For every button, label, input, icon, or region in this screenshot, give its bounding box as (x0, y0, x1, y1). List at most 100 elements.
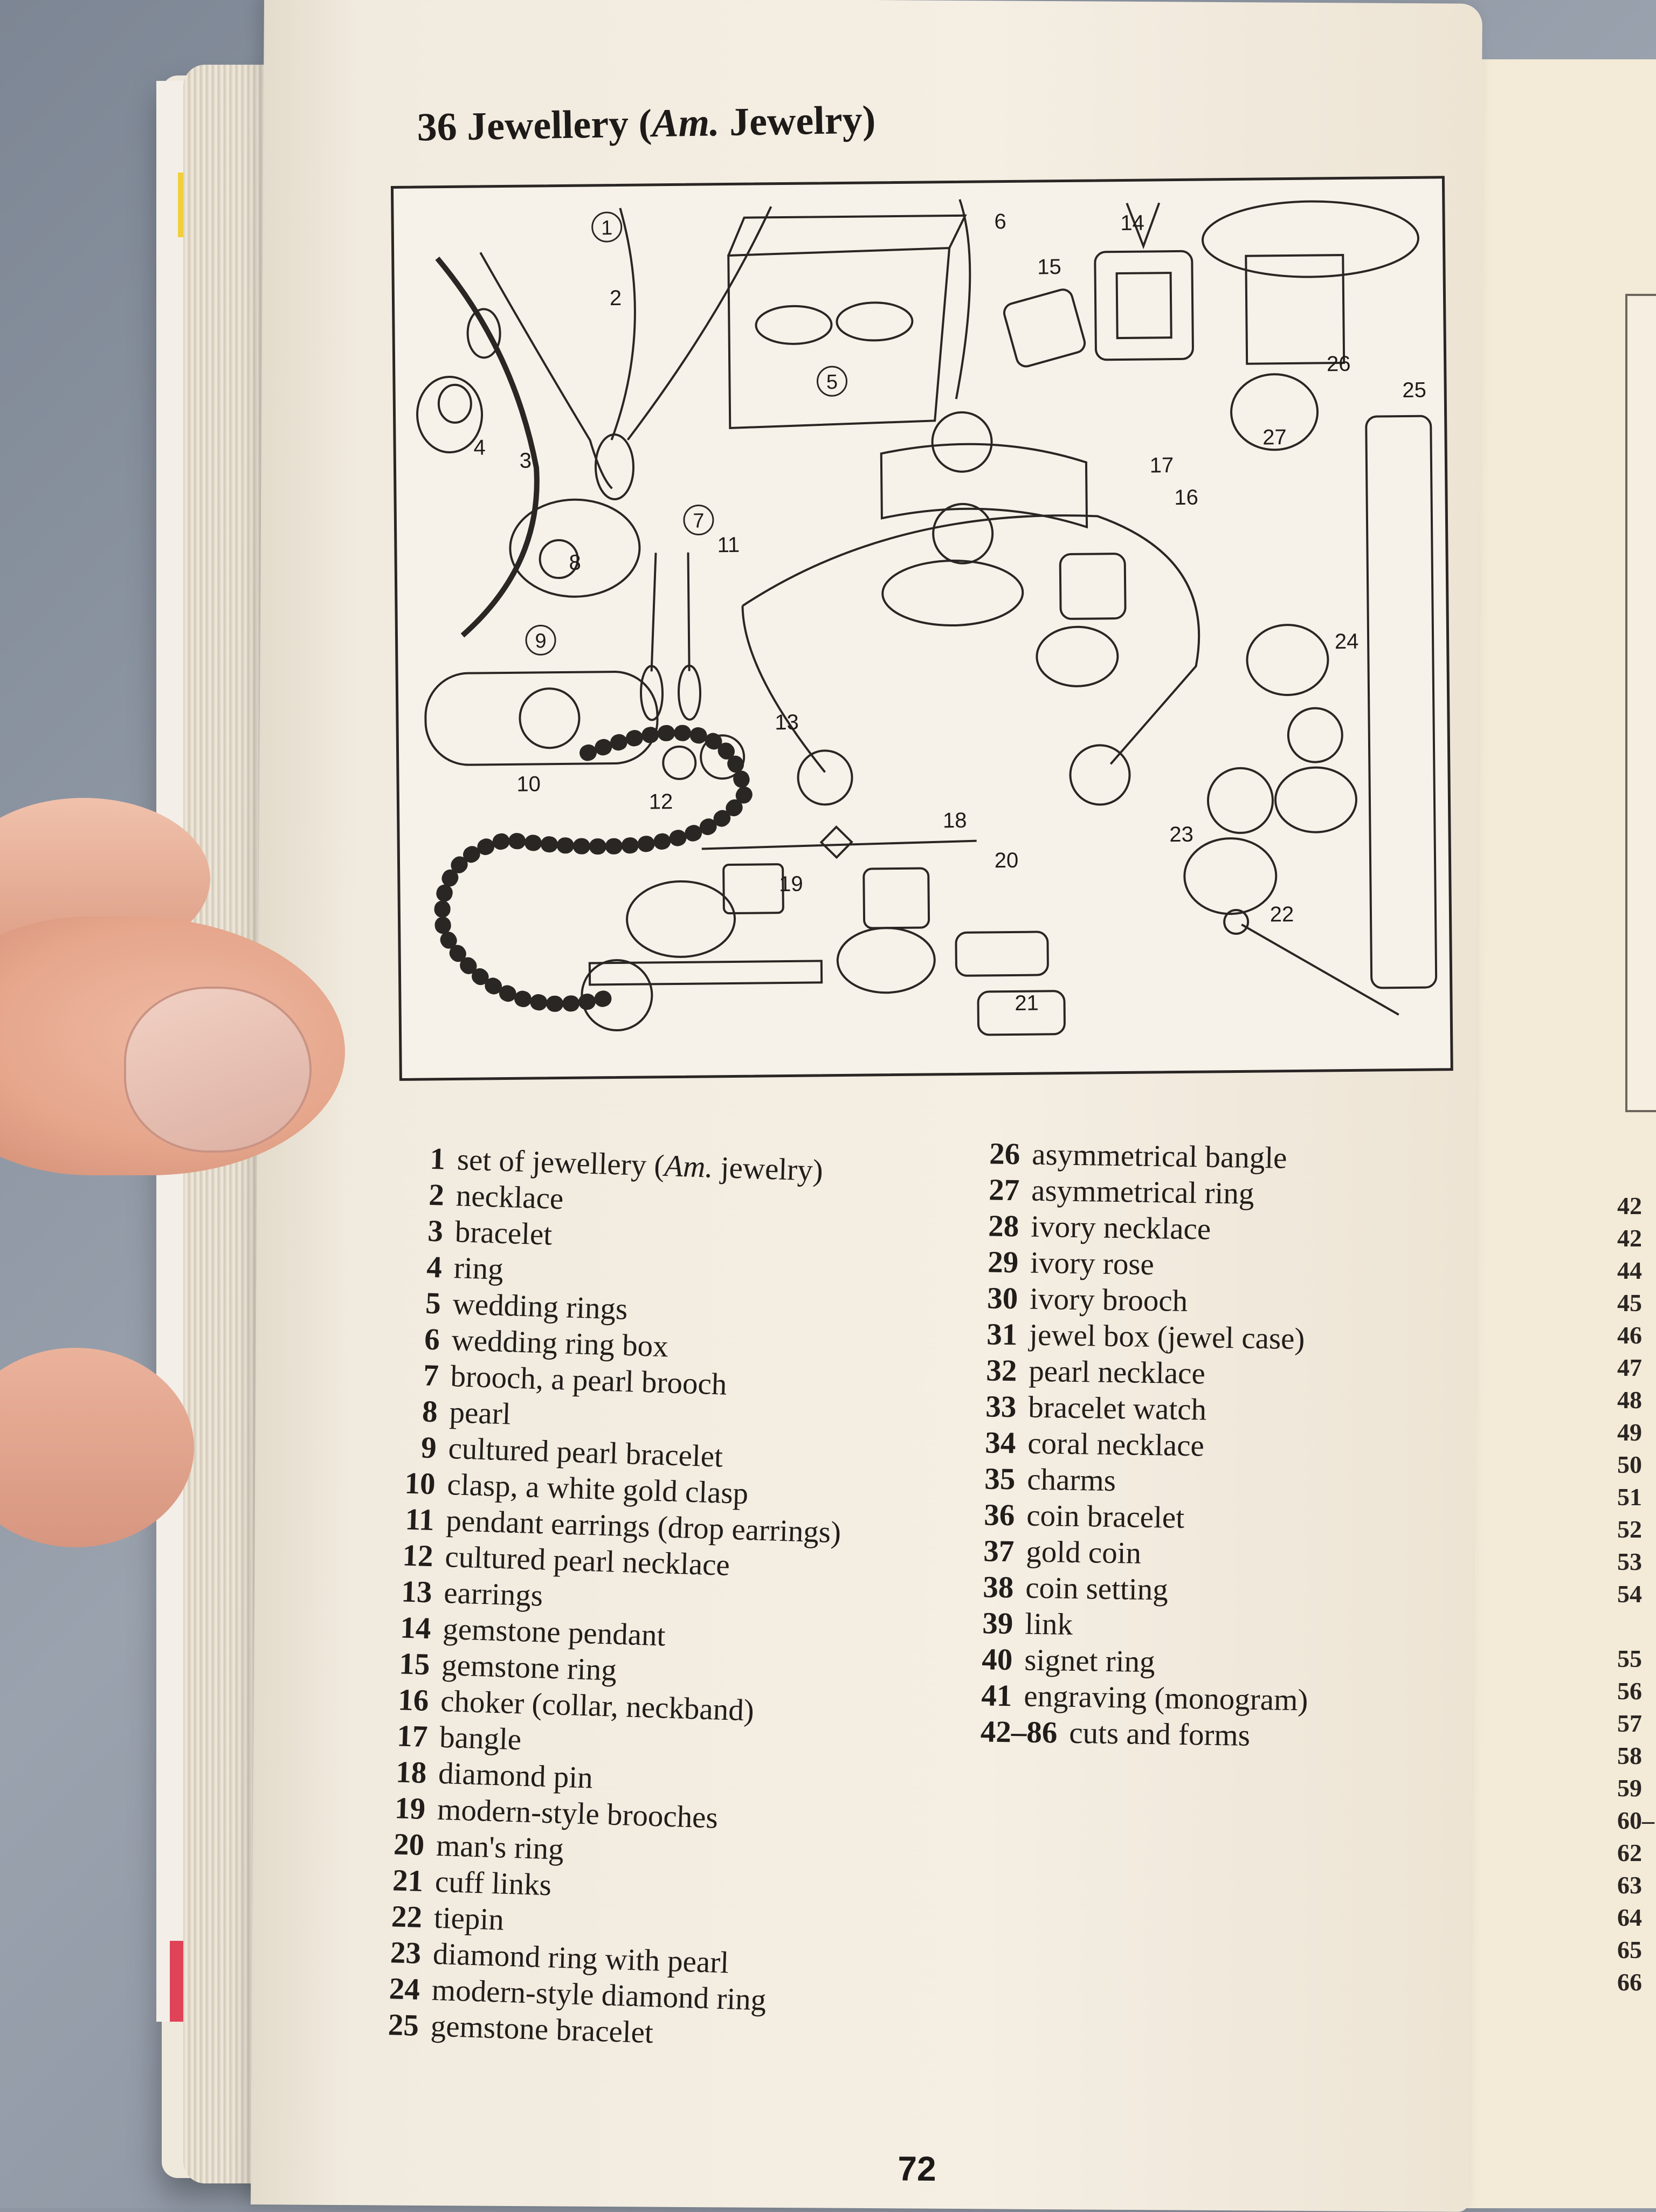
callout-6: 6 (994, 210, 1006, 233)
page-title: 36 Jewellery (Am. Jewelry) (417, 97, 876, 150)
legend-text: coral necklace (1027, 1426, 1205, 1463)
callout-14: 14 (1120, 211, 1144, 235)
ring-box-drawing (727, 246, 951, 430)
legend-number: 23 (390, 1935, 422, 1970)
legend-text: necklace (456, 1179, 564, 1216)
legend-text: wedding ring box (451, 1323, 669, 1364)
legend-text: earrings (443, 1575, 543, 1613)
callout-13: 13 (775, 711, 799, 734)
cultured-pearl-bracelet-drawing (424, 671, 659, 766)
legend-number: 42–86 (980, 1714, 1058, 1750)
gemstone-ring-drawing (1003, 288, 1086, 368)
next-page-number: 59 (1617, 1774, 1642, 1802)
earrings-drawing (662, 745, 697, 780)
legend-text-part: set of jewellery ( (457, 1142, 665, 1183)
next-page-number: 51 (1617, 1483, 1642, 1511)
callout-1: 1 (601, 217, 613, 239)
modern-brooches-drawing (588, 960, 823, 986)
next-page-number: 62 (1617, 1839, 1642, 1866)
callout-20: 20 (995, 849, 1019, 872)
legend-number: 10 (404, 1466, 436, 1501)
legend-number: 38 (982, 1570, 1014, 1605)
next-page-number: 44 (1617, 1257, 1642, 1284)
legend-number: 20 (393, 1827, 425, 1863)
legend-text: asymmetrical bangle (1031, 1137, 1287, 1175)
bracelet-drawing (435, 256, 540, 638)
callout-21: 21 (1015, 991, 1039, 1015)
callout-16: 16 (1174, 486, 1198, 509)
legend-number: 21 (392, 1863, 424, 1898)
legend-number: 35 (984, 1462, 1016, 1497)
legend-number: 9 (420, 1430, 437, 1465)
legend-entry: 30 ivory brooch (956, 1280, 1314, 1322)
callout-9: 9 (535, 630, 547, 652)
jewellery-illustration: 1 2 3 4 5 6 7 8 9 10 11 12 13 14 15 16 1… (390, 176, 1453, 1081)
gemstone-pendant-drawing (1094, 250, 1194, 361)
legend-number: 3 (427, 1214, 444, 1249)
pendant-earrings-drawing (650, 553, 657, 672)
bangle-drawing (880, 443, 1088, 529)
callout-22: 22 (1270, 902, 1294, 926)
next-page-number: 53 (1617, 1548, 1642, 1575)
tiepin-drawing (1241, 924, 1399, 1016)
page-number: 72 (898, 2149, 936, 2188)
legend-number: 6 (424, 1322, 440, 1357)
legend-number: 14 (399, 1610, 432, 1646)
diamond-pin-drawing (701, 839, 977, 850)
next-page-number: 66 (1617, 1968, 1642, 1996)
finger (0, 1348, 194, 1547)
callout-17: 17 (1150, 453, 1174, 477)
legend-number: 19 (394, 1791, 426, 1827)
legend-text: bangle (439, 1720, 522, 1757)
next-page-number: 63 (1617, 1871, 1642, 1899)
legend-number: 26 (989, 1136, 1020, 1172)
legend-text: signet ring (1024, 1643, 1156, 1679)
callout-10: 10 (516, 772, 541, 796)
legend-number: 5 (425, 1286, 441, 1321)
callout-2: 2 (610, 286, 622, 310)
next-page-number: 50 (1617, 1451, 1642, 1478)
next-page-number: 49 (1617, 1418, 1642, 1446)
legend-text: man's ring (436, 1828, 564, 1866)
next-page-number: 42 (1617, 1192, 1642, 1219)
callout-27: 27 (1262, 425, 1287, 449)
legend-number: 2 (428, 1177, 445, 1212)
next-page-number: 65 (1617, 1936, 1642, 1963)
legend-number: 29 (987, 1245, 1019, 1280)
legend-text: cuff links (434, 1864, 552, 1903)
legend-text: gemstone bracelet (430, 2009, 654, 2050)
legend-number: 34 (984, 1425, 1016, 1460)
legend-number: 40 (981, 1642, 1013, 1677)
gemstone-bracelet-drawing (1365, 415, 1438, 989)
legend-text-italic: Am. (664, 1149, 714, 1184)
line-art (416, 199, 1438, 1036)
next-page-figure-edge (1625, 294, 1656, 1112)
legend-number: 32 (985, 1353, 1017, 1388)
cuff-links-drawing (955, 931, 1049, 977)
legend-number: 41 (981, 1678, 1012, 1713)
callout-3: 3 (520, 449, 532, 473)
legend-text: coin setting (1025, 1570, 1169, 1607)
jewellery-drawing: 1 2 3 4 5 6 7 8 9 10 11 12 13 14 15 16 1… (416, 199, 1438, 1036)
legend-number: 8 (422, 1394, 438, 1429)
legend-entry: 40 signet ring (950, 1642, 1309, 1683)
legend-number: 1 (429, 1141, 446, 1176)
legend-number: 27 (988, 1173, 1020, 1208)
legend-number: 28 (988, 1209, 1019, 1244)
legend-text: jewel box (jewel case) (1029, 1318, 1305, 1356)
legend-text: ivory brooch (1029, 1281, 1188, 1319)
legend-text: gemstone pendant (442, 1611, 666, 1653)
legend-number: 18 (395, 1755, 427, 1790)
ring-drawing (416, 375, 484, 453)
book-page: 36 Jewellery (Am. Jewelry) (251, 0, 1482, 2212)
legend-number: 30 (986, 1281, 1018, 1316)
